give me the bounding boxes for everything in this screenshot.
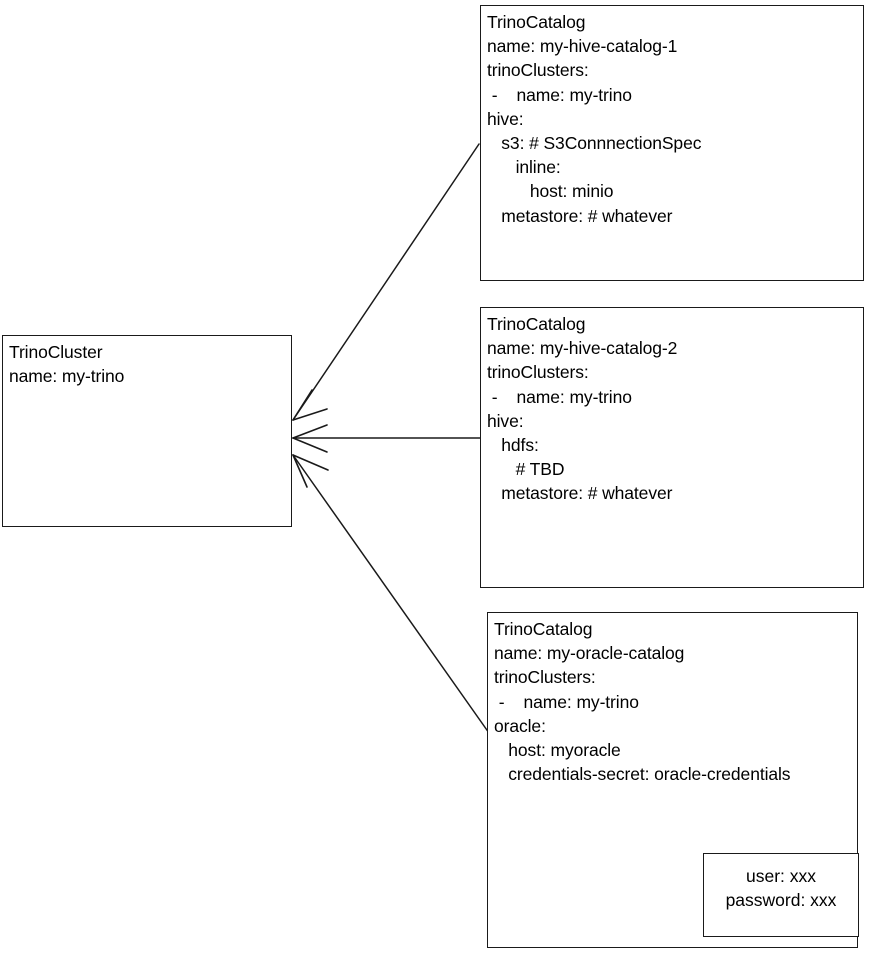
catalog-3-line-0: TrinoCatalog: [494, 619, 593, 639]
cluster-line-0: TrinoCluster: [9, 342, 103, 362]
catalog-1-line-5: s3: # S3ConnnectionSpec: [487, 133, 702, 154]
secret-line-password: password: xxx: [725, 890, 837, 911]
catalog-1-line-0: TrinoCatalog: [487, 12, 586, 32]
edge-oracle-catalog-to-cluster: [292, 454, 490, 734]
catalog-1-line-8: metastore: # whatever: [487, 205, 673, 226]
node-trino-catalog-hive-2[interactable]: TrinoCatalog name: my-hive-catalog-2 tri…: [480, 307, 864, 588]
node-trino-catalog-hive-1-body: TrinoCatalog name: my-hive-catalog-1 tri…: [487, 10, 859, 228]
catalog-2-line-4: hive:: [487, 410, 524, 431]
catalog-3-line-2: trinoClusters:: [494, 667, 596, 688]
catalog-1-line-1: name: my-hive-catalog-1: [487, 36, 678, 57]
catalog-1-line-3: - name: my-trino: [487, 84, 632, 105]
node-trino-cluster-body: TrinoCluster name: my-trino: [9, 340, 287, 388]
catalog-1-line-4: hive:: [487, 108, 524, 129]
cluster-line-1: name: my-trino: [9, 366, 125, 387]
catalog-3-line-1: name: my-oracle-catalog: [494, 643, 685, 664]
secret-line-user: user: xxx: [745, 866, 817, 886]
catalog-2-line-0: TrinoCatalog: [487, 314, 586, 334]
catalog-1-line-6: inline:: [487, 157, 561, 178]
catalog-1-line-7: host: minio: [487, 181, 614, 202]
catalog-2-line-6: # TBD: [487, 459, 565, 480]
edge-hive-catalog-2-to-cluster: [292, 424, 485, 453]
catalog-1-line-2: trinoClusters:: [487, 60, 589, 81]
catalog-3-line-3: - name: my-trino: [494, 691, 639, 712]
catalog-2-line-2: trinoClusters:: [487, 362, 589, 383]
edge-hive-catalog-1-to-cluster: [292, 143, 480, 421]
node-trino-catalog-hive-2-body: TrinoCatalog name: my-hive-catalog-2 tri…: [487, 312, 859, 506]
node-trino-catalog-oracle-body: TrinoCatalog name: my-oracle-catalog tri…: [494, 617, 853, 786]
catalog-2-line-7: metastore: # whatever: [487, 483, 673, 504]
catalog-3-line-4: oracle:: [494, 715, 546, 736]
catalog-2-line-3: - name: my-trino: [487, 386, 632, 407]
node-oracle-credentials-secret[interactable]: user: xxx password: xxx: [703, 853, 859, 937]
node-trino-catalog-oracle[interactable]: TrinoCatalog name: my-oracle-catalog tri…: [487, 612, 859, 948]
secret-body: user: xxx password: xxx: [704, 864, 858, 912]
catalog-3-line-5: host: myoracle: [494, 740, 621, 761]
catalog-2-line-5: hdfs:: [487, 435, 539, 456]
node-trino-cluster[interactable]: TrinoCluster name: my-trino: [2, 335, 292, 527]
catalog-2-line-1: name: my-hive-catalog-2: [487, 338, 678, 359]
node-trino-catalog-hive-1[interactable]: TrinoCatalog name: my-hive-catalog-1 tri…: [480, 5, 864, 281]
catalog-3-line-6: credentials-secret: oracle-credentials: [494, 764, 791, 785]
